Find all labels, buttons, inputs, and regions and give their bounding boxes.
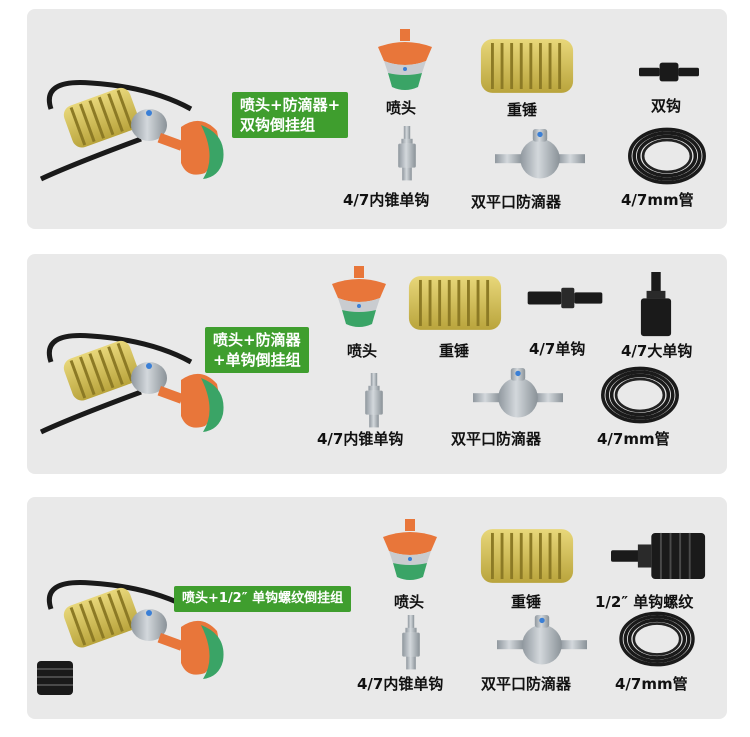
nozzle-label: 喷头 (394, 593, 425, 611)
weight-label: 重锤 (439, 342, 470, 360)
nozzle-label: 喷头 (386, 99, 417, 117)
tube-label: 4/7mm管 (597, 430, 670, 448)
panel-double-hook-set: 喷头+防滴器+ 双钩倒挂组 喷头 重锤 双钩 4/7内锥单钩 双平口防滴器 4/… (27, 9, 727, 229)
single-hook-image (527, 284, 603, 312)
single-hook-label: 4/7单钩 (529, 340, 586, 358)
thread-hook-label: 1/2″ 单钩螺纹 (595, 593, 694, 611)
tube-label: 4/7mm管 (615, 675, 688, 693)
inner-cone-hook-image (362, 370, 386, 432)
tube-image (598, 364, 682, 426)
double-hook-image (639, 59, 699, 85)
weight-label: 重锤 (507, 101, 538, 119)
tube-image (625, 125, 709, 187)
dual-flat-valve-label: 双平口防滴器 (451, 430, 542, 448)
nozzle-label: 喷头 (347, 342, 378, 360)
dual-flat-valve-label: 双平口防滴器 (481, 675, 572, 693)
double-hook-label: 双钩 (651, 97, 682, 115)
thread-hook-image (611, 527, 707, 585)
weight-label: 重锤 (511, 593, 542, 611)
weight-image (407, 274, 503, 332)
weight-image (479, 527, 575, 585)
panel-thread-hook-set: 喷头+1/2″ 单钩螺纹倒挂组 喷头 重锤 1/2″ 单钩螺纹 4/7内锥单钩 … (27, 497, 727, 719)
nozzle-image (375, 519, 445, 589)
inner-cone-hook-image (395, 123, 419, 185)
set-badge: 喷头+1/2″ 单钩螺纹倒挂组 (174, 586, 352, 612)
inner-cone-hook-label: 4/7内锥单钩 (317, 430, 404, 448)
set-badge: 喷头+防滴器 +单钩倒挂组 (205, 327, 309, 373)
assembly-image (31, 69, 231, 199)
dual-flat-valve-label: 双平口防滴器 (471, 193, 562, 211)
tube-image (615, 609, 699, 669)
big-single-hook-label: 4/7大单钩 (621, 342, 693, 360)
set-badge: 喷头+防滴器+ 双钩倒挂组 (232, 92, 349, 138)
weight-image (479, 37, 575, 95)
nozzle-image (324, 266, 394, 336)
big-single-hook-image (637, 272, 675, 338)
assembly-image (31, 322, 231, 452)
inner-cone-hook-image (399, 615, 423, 671)
dual-flat-valve-image (497, 615, 587, 669)
tube-label: 4/7mm管 (621, 191, 694, 209)
dual-flat-valve-image (473, 366, 563, 424)
inner-cone-hook-label: 4/7内锥单钩 (343, 191, 430, 209)
nozzle-image (370, 29, 440, 99)
dual-flat-valve-image (495, 127, 585, 185)
panel-single-hook-set: 喷头+防滴器 +单钩倒挂组 喷头 重锤 4/7单钩 4/7大单钩 4/7内锥单钩… (27, 254, 727, 474)
inner-cone-hook-label: 4/7内锥单钩 (357, 675, 444, 693)
